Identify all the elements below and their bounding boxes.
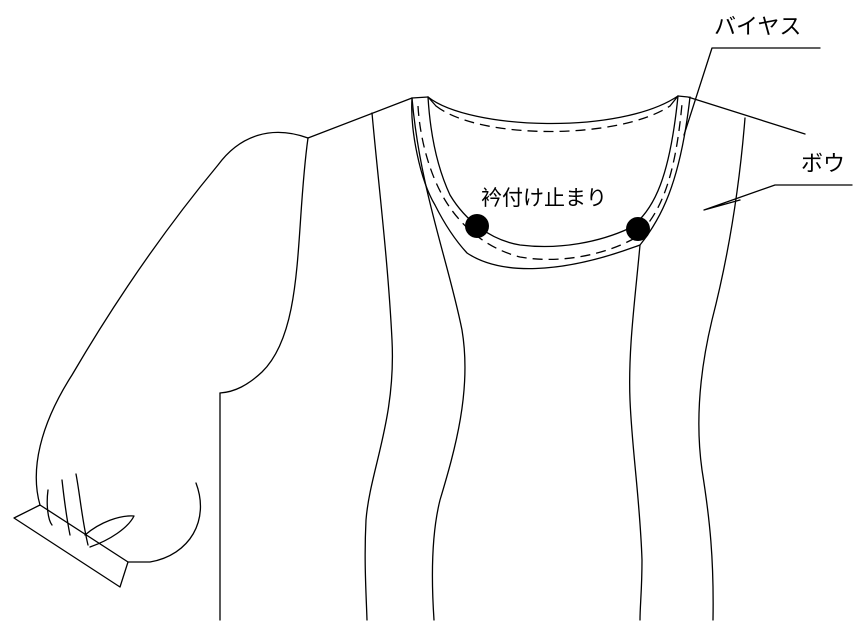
sleeve-underarm: [219, 137, 309, 394]
sleeve: [13, 131, 309, 588]
gather-1: [46, 489, 53, 526]
collar-stop-marker-right: [626, 217, 650, 241]
shoulder-left: [307, 96, 429, 139]
gather-4: [84, 515, 135, 548]
gather-3: [75, 473, 89, 546]
bow-label: ボウ: [801, 152, 845, 177]
neckline-outer: [411, 96, 691, 270]
neckline-stitch-back: [435, 105, 671, 133]
princess-seam-right-outer: [698, 117, 746, 621]
neckline-band-edge: [427, 95, 679, 248]
cuff: [13, 504, 129, 588]
neck-inner-right: [669, 95, 679, 107]
neckline-back: [427, 95, 679, 125]
princess-seam-left-outer: [364, 112, 394, 621]
gather-2: [61, 479, 71, 536]
neckline-stitch-lower: [417, 103, 683, 260]
sleeve-outline: [35, 131, 309, 506]
shoulder-right: [677, 95, 806, 135]
bias-label: バイヤス: [714, 15, 801, 40]
princess-seam-left-inner: [411, 97, 466, 621]
bow-leader: [703, 184, 853, 211]
neck-inner-left: [427, 96, 437, 107]
collar-stop-marker-left: [465, 214, 489, 238]
collar-stop-label: 衿付け止まり: [481, 186, 607, 210]
sleeve-inner-curve: [127, 482, 201, 563]
princess-seam-right-inner: [629, 244, 643, 621]
bias-leader: [683, 47, 821, 136]
